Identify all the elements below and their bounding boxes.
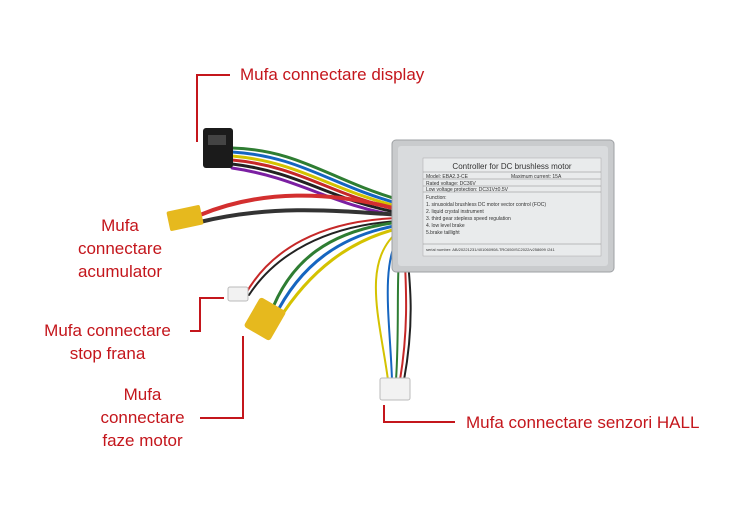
- display-connector: [203, 128, 233, 168]
- label-line: Mufa connectare: [44, 321, 171, 340]
- plate-function: 4. low level brake: [426, 223, 465, 229]
- label-brake-connector: Mufa connectare stop frana: [30, 319, 185, 365]
- motor-phase-connector: [244, 297, 286, 341]
- plate-title: Controller for DC brushless motor: [452, 162, 571, 171]
- plate-function-heading: Function:: [426, 195, 447, 201]
- plate-model: Model: EBA2.3-CE: [426, 174, 469, 180]
- label-line: acumulator: [77, 262, 163, 281]
- battery-connector: [166, 205, 204, 231]
- leader-motor-phase: [200, 336, 244, 419]
- leader-lines: [190, 74, 455, 423]
- label-line: Mufa: [101, 216, 139, 235]
- plate-rated-voltage: Rated voltage: DC36V: [426, 181, 476, 187]
- leader-brake: [190, 297, 224, 332]
- plate-function: 2. liquid crystal instrument: [426, 209, 484, 215]
- label-line: faze motor: [102, 431, 183, 450]
- label-motor-phase-connector: Mufa connectare faze motor: [85, 383, 200, 452]
- leader-display: [196, 74, 230, 142]
- label-display-connector: Mufa connectare display: [240, 65, 425, 84]
- label-battery-connector: Mufa connectare acumulator: [50, 214, 190, 283]
- wires: [198, 146, 412, 381]
- plate-text: Controller for DC brushless motor Model:…: [426, 162, 572, 252]
- plate-function: 5.brake taillight: [426, 230, 460, 236]
- plate-serial: serial number: AB/20221231/401060908-TRC…: [426, 247, 556, 252]
- label-line: Mufa: [123, 385, 162, 404]
- controller-label-plate: [422, 157, 602, 257]
- plate-max-current: Maximum current: 15A: [511, 174, 562, 180]
- leader-hall: [383, 405, 455, 423]
- plate-function: 1. sinusoidal brushless DC motor vector …: [426, 202, 546, 208]
- plate-function: 3. third gear stepless speed regulation: [426, 216, 511, 222]
- label-hall-connector: Mufa connectare senzori HALL: [466, 413, 700, 432]
- label-line: stop frana: [69, 344, 146, 363]
- hall-connector: [379, 377, 411, 401]
- plate-low-voltage: Low voltage protection: DC31V±0.5V: [426, 187, 509, 193]
- label-line: connectare: [100, 408, 185, 427]
- label-line: connectare: [77, 239, 163, 258]
- brake-connector: [227, 286, 249, 302]
- controller-housing: [391, 139, 615, 273]
